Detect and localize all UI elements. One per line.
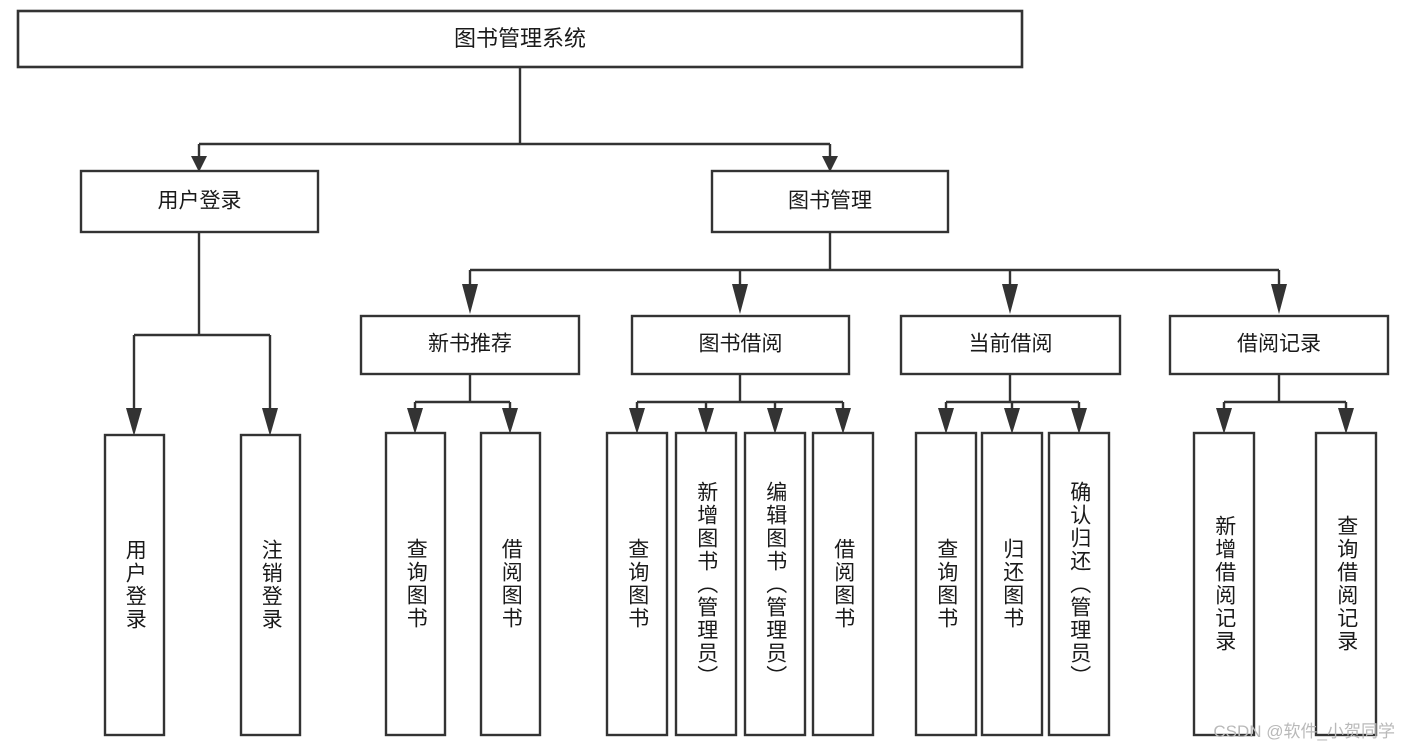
leaf-box-new-book-2[interactable]: [479, 431, 542, 737]
arrow-head-leaf-user-login-2: [262, 408, 278, 436]
arrow-head-new-book: [462, 284, 478, 314]
arrow-head-cb-leaf-3: [1071, 408, 1087, 434]
leaf-box-user-login-1[interactable]: [103, 433, 166, 737]
arrow-head-bb-leaf-2: [698, 408, 714, 434]
arrow-head-book-borrow: [732, 284, 748, 314]
node-book-borrow[interactable]: [630, 314, 851, 376]
connector-group-borrow-record: [1216, 374, 1354, 434]
node-new-book-recommend-label: 新书推荐: [428, 333, 512, 356]
arrow-head-cb-leaf-2: [1004, 408, 1020, 434]
arrow-head-current-borrow: [1002, 284, 1018, 314]
leaf-box-book-borrow-4[interactable]: [811, 431, 875, 737]
leaf-box-user-login-2[interactable]: [239, 433, 302, 737]
arrow-head-nb-leaf-2: [502, 408, 518, 434]
node-book-manage[interactable]: [710, 169, 950, 234]
connector-group-book-manage: [462, 232, 1287, 314]
node-current-borrow[interactable]: [899, 314, 1122, 376]
connector-group-new-book: [407, 374, 518, 434]
arrow-head-book-manage: [822, 156, 838, 172]
leaf-box-current-borrow-1[interactable]: [914, 431, 978, 737]
arrow-head-leaf-user-login-1: [126, 408, 142, 436]
node-borrow-record-label: 借阅记录: [1237, 333, 1321, 356]
arrow-head-bb-leaf-1: [629, 408, 645, 434]
arrow-head-bb-leaf-4: [835, 408, 851, 434]
node-root-label: 图书管理系统: [454, 26, 586, 51]
connector-group-user-login: [126, 232, 278, 436]
arrow-head-user-login: [191, 156, 207, 172]
leaf-box-book-borrow-2[interactable]: [674, 431, 738, 737]
node-new-book-recommend[interactable]: [359, 314, 581, 376]
node-book-manage-label: 图书管理: [788, 190, 872, 213]
leaf-box-borrow-record-2[interactable]: [1314, 431, 1378, 737]
connector-group-root: [191, 67, 838, 172]
leaf-box-current-borrow-2[interactable]: [980, 431, 1044, 737]
connector-group-current-borrow: [938, 374, 1087, 434]
node-borrow-record[interactable]: [1168, 314, 1390, 376]
csdn-watermark: CSDN @软件_小贺同学: [1213, 722, 1395, 741]
node-book-borrow-label: 图书借阅: [699, 333, 783, 356]
node-root-book-system[interactable]: [16, 9, 1024, 69]
arrow-head-br-leaf-2: [1338, 408, 1354, 434]
node-current-borrow-label: 当前借阅: [969, 333, 1053, 356]
leaf-box-current-borrow-3[interactable]: [1047, 431, 1111, 737]
arrow-head-bb-leaf-3: [767, 408, 783, 434]
leaf-box-new-book-1[interactable]: [384, 431, 447, 737]
leaf-box-book-borrow-3[interactable]: [743, 431, 807, 737]
arrow-head-borrow-record: [1271, 284, 1287, 314]
node-user-login[interactable]: [79, 169, 320, 234]
node-user-login-label: 用户登录: [158, 190, 242, 213]
connector-group-book-borrow: [629, 374, 851, 434]
arrow-head-cb-leaf-1: [938, 408, 954, 434]
arrow-head-br-leaf-1: [1216, 408, 1232, 434]
leaf-box-book-borrow-1[interactable]: [605, 431, 669, 737]
arrow-head-nb-leaf-1: [407, 408, 423, 434]
leaf-box-borrow-record-1[interactable]: [1192, 431, 1256, 737]
